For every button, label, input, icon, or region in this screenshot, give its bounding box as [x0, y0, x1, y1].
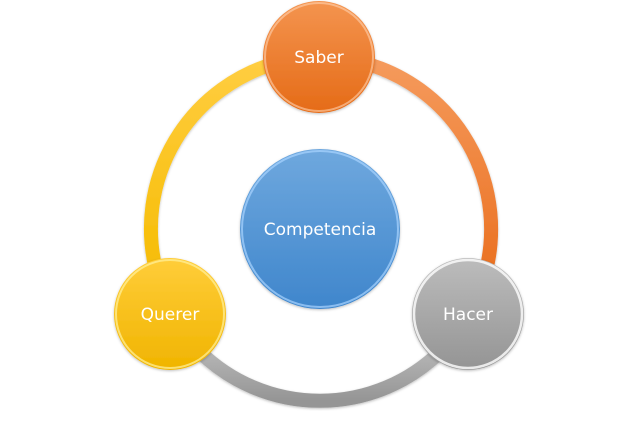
- center-node-label: Competencia: [264, 220, 376, 240]
- arc-hacer-querer: [193, 345, 447, 408]
- node-hacer-label: Hacer: [443, 305, 493, 325]
- center-node-competencia[interactable]: Competencia: [240, 149, 400, 309]
- node-saber[interactable]: Saber: [263, 1, 375, 113]
- node-hacer[interactable]: Hacer: [412, 258, 524, 370]
- node-querer[interactable]: Querer: [114, 258, 226, 370]
- arc-querer-saber: [143, 55, 287, 277]
- node-saber-label: Saber: [294, 48, 343, 68]
- arc-saber-hacer: [353, 55, 499, 285]
- node-querer-label: Querer: [141, 305, 200, 325]
